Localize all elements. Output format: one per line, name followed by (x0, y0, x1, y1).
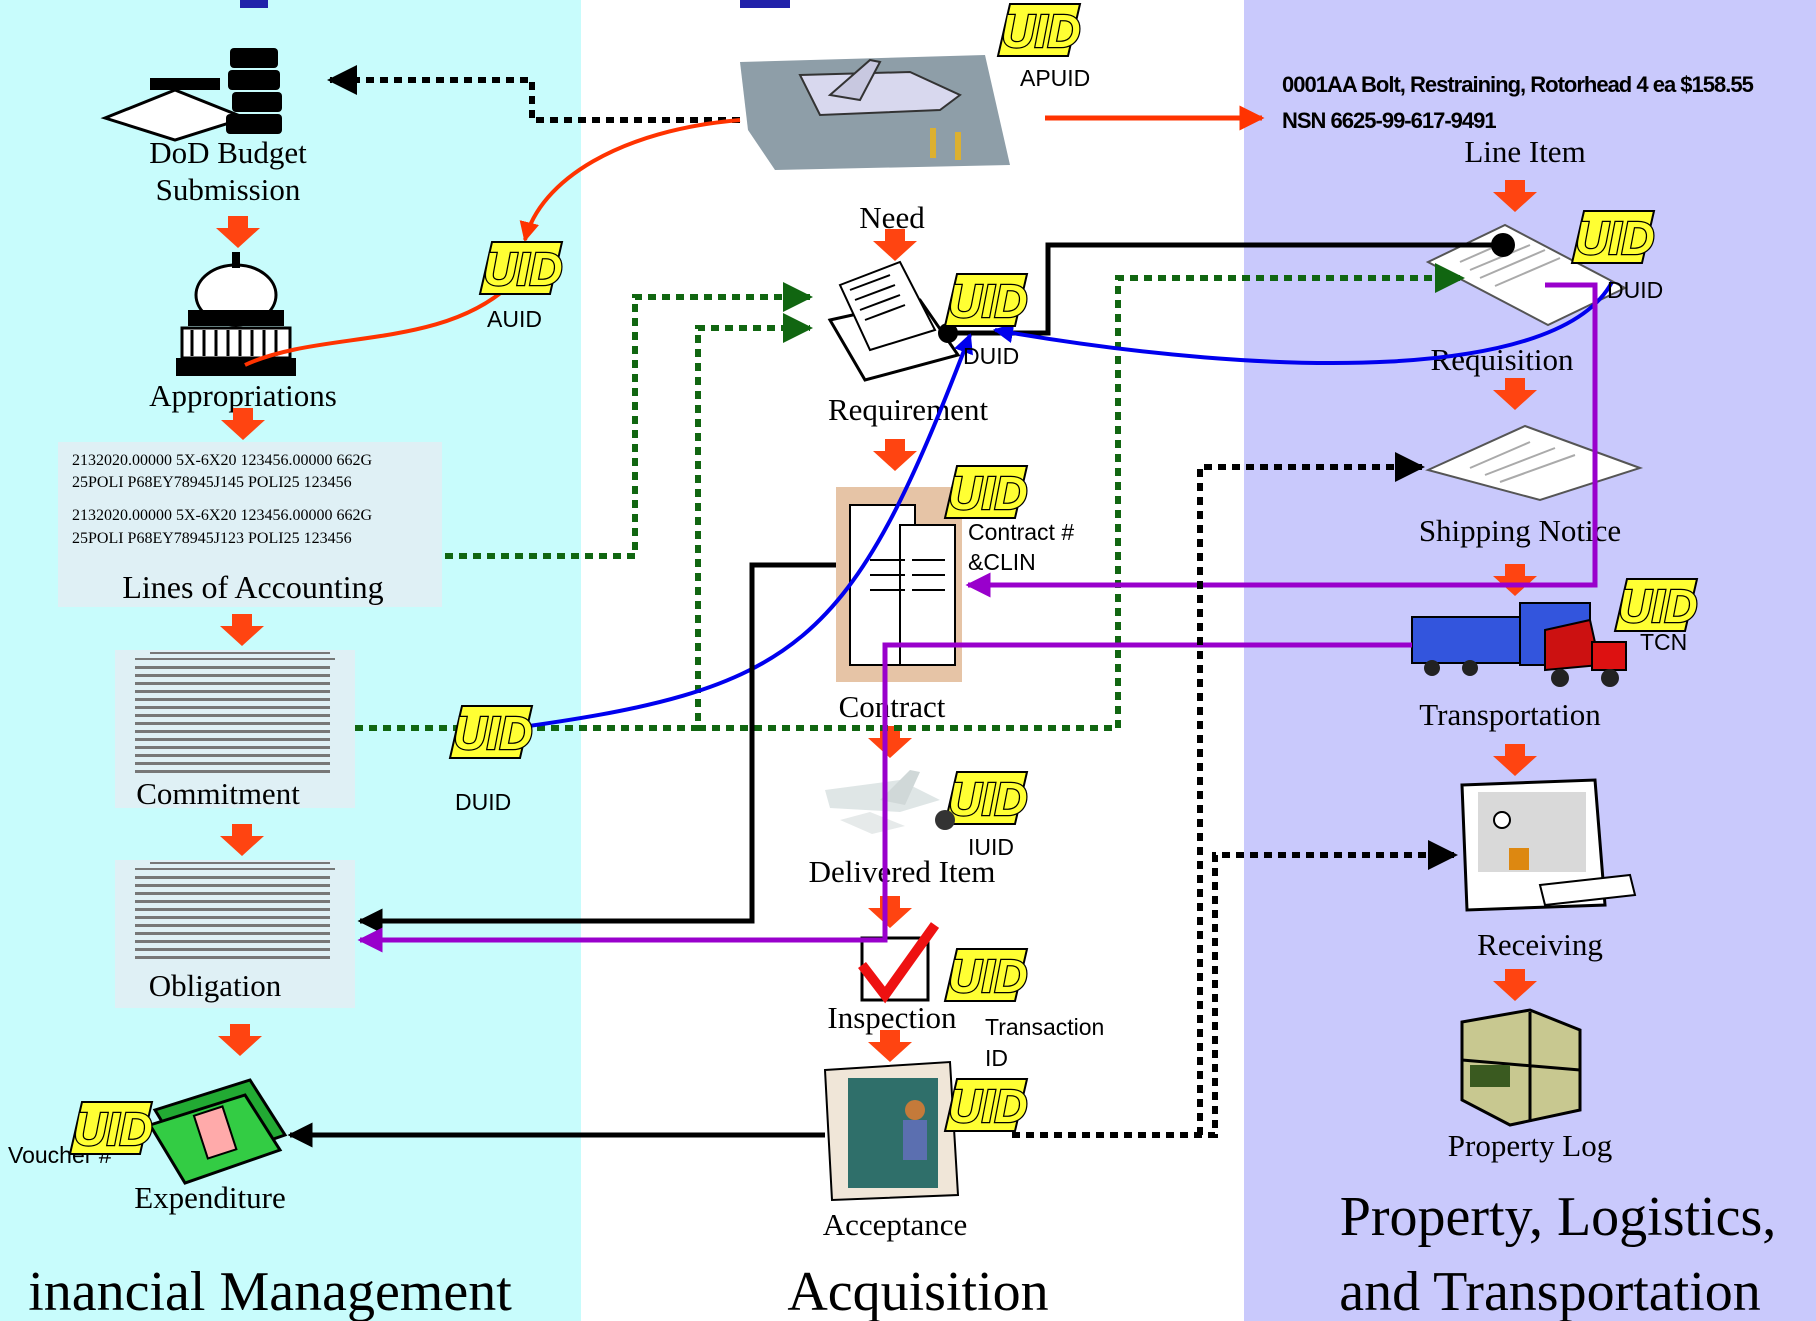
apuid-label: APUID (1020, 65, 1090, 91)
uid-badge-text: UID (1001, 5, 1080, 57)
title-fragment (740, 0, 790, 8)
lines-of-accounting-label: Lines of Accounting (122, 569, 383, 605)
uid-badge-text: UID (948, 950, 1027, 1002)
acceptance-worker-icon (823, 1060, 960, 1202)
uid-badge-text: UID (948, 773, 1027, 825)
contract-document-icon (836, 487, 962, 682)
inspection-label: Inspection (827, 1000, 957, 1035)
flow-arrow (873, 439, 917, 471)
transportation-label: Transportation (1419, 697, 1601, 732)
duid-commitment-label: DUID (455, 789, 511, 815)
property-heading-line1: Property, Logistics, (1340, 1186, 1777, 1248)
uid-badge-requirement: UID (944, 273, 1029, 328)
accounting-line: 2132020.00000 5X-6X20 123456.00000 662G (72, 452, 372, 469)
acquisition-heading: Acquisition (787, 1261, 1048, 1321)
budget-label-line2: Submission (156, 172, 301, 207)
transportation-to-obligation-connector (357, 642, 1412, 953)
requisition-to-contract-connector (965, 282, 1598, 598)
uid-badge-text: UID (948, 275, 1027, 327)
uid-badge-requisition: UID (1571, 210, 1656, 265)
requisition-paper-icon (1425, 223, 1628, 327)
contract-number-label: Contract # (968, 519, 1074, 545)
money-stack-icon (147, 1078, 288, 1185)
uid-badge-auid: UID (479, 241, 564, 296)
uid-badge-text: UID (948, 467, 1027, 519)
uid-badge-text: UID (948, 1080, 1027, 1132)
budget-label-line1: DoD Budget (149, 135, 307, 170)
title-fragment (240, 0, 268, 8)
transaction-id-label: ID (985, 1045, 1008, 1071)
uid-badge-text: UID (73, 1103, 152, 1155)
financial-management-heading: inancial Management (28, 1261, 512, 1321)
property-heading-line2: and Transportation (1339, 1261, 1761, 1321)
uid-badge-text: UID (1575, 212, 1654, 264)
need-to-auid-connector (519, 118, 741, 242)
accounting-line: 25POLI P68EY78945J123 POLI25 123456 (72, 530, 352, 547)
receiving-label: Receiving (1477, 927, 1603, 962)
iuid-label: IUID (968, 834, 1014, 860)
lines-of-accounting-box (58, 442, 442, 607)
contract-to-obligation-connector (357, 562, 836, 934)
uid-badge-text: UID (483, 243, 562, 295)
uid-badge-acceptance: UID (944, 1078, 1029, 1133)
line-item-description: 0001AA Bolt, Restraining, Rotorhead 4 ea… (1282, 72, 1754, 97)
commitment-table-image (135, 652, 335, 773)
truck-icon (1411, 602, 1627, 687)
commitment-to-requisition-connector (698, 263, 1465, 731)
nsn-number: NSN 6625-99-617-9491 (1282, 108, 1496, 133)
flow-arrow (868, 726, 912, 758)
flow-arrow (868, 896, 912, 928)
obligation-table-image (135, 862, 335, 959)
commitment-to-requirement-blue-connector (499, 333, 973, 732)
requirement-label: Requirement (828, 392, 989, 427)
inspection-checkbox-icon (858, 922, 940, 1004)
shipping-notice-icon (1425, 424, 1644, 502)
commitment-label: Commitment (136, 776, 300, 811)
uid-badge-apuid: UID (997, 3, 1082, 58)
duid-requisition-label: DUID (1607, 277, 1663, 303)
need-to-budget-connector (327, 65, 740, 123)
receiving-dock-icon (1460, 778, 1637, 912)
duid-requirement-label: DUID (963, 343, 1019, 369)
requirement-folder-icon (827, 260, 961, 382)
accounting-line: 2132020.00000 5X-6X20 123456.00000 662G (72, 507, 372, 524)
auid-label: AUID (487, 306, 542, 332)
accounting-line: 25POLI P68EY78945J145 POLI25 123456 (72, 474, 352, 491)
requisition-to-requirement-connector (993, 281, 1614, 365)
uid-badge-text: UID (453, 707, 532, 759)
uid-badge-contract: UID (944, 465, 1029, 520)
accounting-to-requirement-connector (445, 282, 813, 559)
capitol-icon (176, 252, 296, 376)
uid-badge-text: UID (1618, 580, 1697, 632)
uid-badge-delivered-item: UID (944, 771, 1029, 826)
budget-books-icon (100, 48, 282, 142)
acceptance-label: Acceptance (823, 1207, 968, 1242)
line-item-label: Line Item (1464, 134, 1585, 169)
contract-label: Contract (839, 689, 946, 724)
expenditure-label: Expenditure (134, 1180, 286, 1215)
acceptance-to-receiving-connector (1012, 840, 1458, 1138)
clin-label: &CLIN (968, 549, 1036, 575)
property-log-cabinet-icon (1460, 1008, 1582, 1127)
acceptance-to-shipping-connector (1197, 452, 1425, 1135)
appropriations-to-auid-connector (244, 283, 512, 367)
delivered-item-label: Delivered Item (809, 854, 996, 889)
uid-badge-inspection: UID (944, 948, 1029, 1003)
property-log-label: Property Log (1448, 1128, 1612, 1163)
connector-dot (1491, 233, 1515, 257)
connector-dot (935, 810, 955, 830)
tcn-label: TCN (1640, 629, 1687, 655)
obligation-label: Obligation (149, 968, 282, 1003)
shipping-notice-label: Shipping Notice (1419, 513, 1621, 548)
uid-badge-transportation: UID (1614, 578, 1699, 633)
connector-dot (938, 323, 958, 343)
transaction-label: Transaction (985, 1014, 1104, 1040)
uid-badge-commitment: UID (449, 705, 534, 760)
jet-on-carrier-icon (740, 55, 1010, 170)
appropriations-label: Appropriations (149, 378, 337, 413)
uid-badge-expenditure: UID (69, 1101, 154, 1156)
